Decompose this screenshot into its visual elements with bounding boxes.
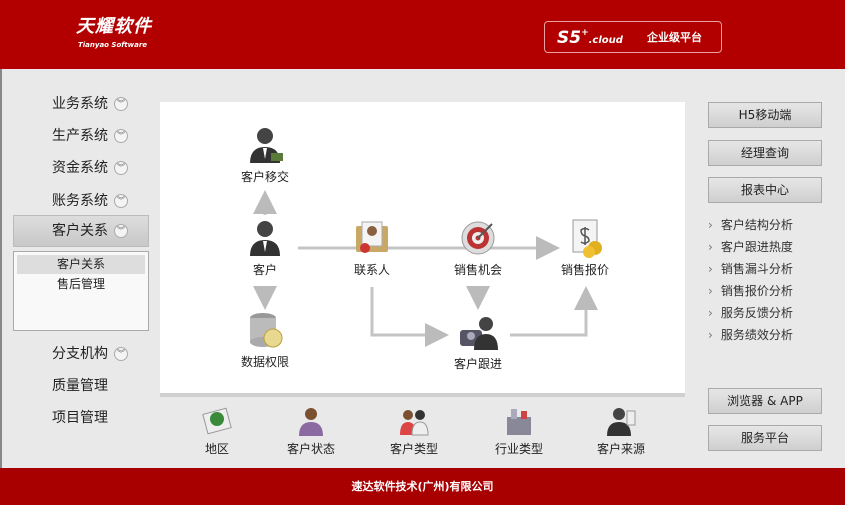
submenu-crm[interactable]: 客户关系 bbox=[17, 255, 145, 274]
chevron-right-icon: › bbox=[708, 306, 713, 320]
contact-folder-icon bbox=[356, 221, 388, 253]
menu-business[interactable]: 业务系统 ︾ bbox=[52, 94, 152, 114]
menu-label: 账务系统 bbox=[52, 193, 108, 209]
menu-label: 资金系统 bbox=[52, 160, 108, 176]
bottom-industry[interactable]: 行业类型 bbox=[479, 405, 559, 457]
bottom-label: 客户类型 bbox=[389, 442, 438, 456]
bottom-type[interactable]: 客户类型 bbox=[374, 405, 454, 457]
chevron-right-icon: › bbox=[708, 218, 713, 232]
platform-label: 企业级平台 bbox=[647, 31, 702, 44]
product-name: S5+.cloud bbox=[557, 27, 623, 49]
bottom-label: 行业类型 bbox=[494, 442, 543, 456]
menu-label: 分支机构 bbox=[52, 346, 108, 362]
phone-person-icon bbox=[460, 317, 498, 350]
menu-label: 生产系统 bbox=[52, 128, 108, 144]
bottom-region[interactable]: 地区 bbox=[177, 405, 257, 457]
submenu: 客户关系 售后管理 bbox=[13, 251, 149, 331]
chevron-down-icon: ︾ bbox=[114, 224, 128, 238]
header: 天耀软件 Tianyao Software S5+.cloud 企业级平台 bbox=[0, 0, 845, 69]
menu-crm[interactable]: 客户关系 ︾ bbox=[52, 221, 152, 241]
report-label: 服务绩效分析 bbox=[720, 328, 793, 342]
target-icon bbox=[461, 221, 495, 255]
bottom-label: 地区 bbox=[204, 442, 229, 456]
bottom-label: 客户状态 bbox=[286, 442, 335, 456]
report-label: 服务反馈分析 bbox=[720, 306, 793, 320]
platform-badge: S5+.cloud 企业级平台 bbox=[544, 21, 722, 53]
logo-subtitle: Tianyao Software bbox=[78, 41, 148, 49]
bottom-status[interactable]: 客户状态 bbox=[271, 405, 351, 457]
menu-funds[interactable]: 资金系统 ︾ bbox=[52, 158, 152, 178]
chevron-right-icon: › bbox=[708, 240, 713, 254]
chevron-down-icon: ︾ bbox=[114, 97, 128, 111]
menu-label: 客户关系 bbox=[52, 223, 108, 239]
person-status-icon bbox=[299, 408, 323, 436]
menu-production[interactable]: 生产系统 ︾ bbox=[52, 126, 152, 146]
chevron-right-icon: › bbox=[708, 328, 713, 342]
node-quote[interactable]: 销售报价 bbox=[545, 218, 625, 278]
node-customer-transfer[interactable]: 客户移交 bbox=[225, 125, 305, 185]
menu-label: 项目管理 bbox=[52, 410, 108, 426]
node-opportunity[interactable]: 销售机会 bbox=[438, 218, 518, 278]
menu-label: 业务系统 bbox=[52, 96, 108, 112]
node-label: 销售机会 bbox=[453, 263, 502, 277]
logo: 天耀软件 bbox=[76, 16, 152, 37]
node-data-permission[interactable]: 数据权限 bbox=[225, 310, 305, 370]
report-label: 销售漏斗分析 bbox=[720, 262, 793, 276]
report-label: 客户跟进热度 bbox=[720, 240, 793, 254]
report-link[interactable]: › 服务绩效分析 bbox=[708, 326, 793, 344]
node-contact[interactable]: 联系人 bbox=[332, 218, 412, 278]
menu-branch[interactable]: 分支机构 ︾ bbox=[52, 344, 152, 364]
chevron-down-icon: ︾ bbox=[114, 161, 128, 175]
node-label: 联系人 bbox=[353, 263, 390, 277]
report-link[interactable]: › 客户跟进热度 bbox=[708, 238, 793, 256]
chevron-down-icon: ︾ bbox=[114, 347, 128, 361]
node-label: 客户 bbox=[252, 263, 277, 277]
chevron-down-icon: ︾ bbox=[114, 129, 128, 143]
price-document-icon bbox=[572, 219, 602, 258]
bottom-source[interactable]: 客户来源 bbox=[581, 405, 661, 457]
node-followup[interactable]: 客户跟进 bbox=[438, 312, 518, 372]
product-sup: + bbox=[581, 28, 589, 38]
people-icon bbox=[400, 410, 429, 436]
product-s5: S5 bbox=[557, 28, 582, 48]
chevron-down-icon: ︾ bbox=[114, 194, 128, 208]
node-label: 客户跟进 bbox=[453, 357, 502, 371]
database-icon bbox=[250, 313, 283, 348]
chevron-right-icon: › bbox=[708, 262, 713, 276]
person-transfer-icon bbox=[250, 128, 283, 163]
left-border bbox=[0, 69, 2, 469]
manager-query-button[interactable]: 经理查询 bbox=[708, 140, 822, 166]
h5-mobile-button[interactable]: H5移动端 bbox=[708, 102, 822, 128]
factory-icon bbox=[507, 409, 531, 435]
service-platform-button[interactable]: 服务平台 bbox=[708, 425, 822, 451]
menu-label: 质量管理 bbox=[52, 378, 108, 394]
report-link[interactable]: › 销售报价分析 bbox=[708, 282, 793, 300]
report-label: 客户结构分析 bbox=[720, 218, 793, 232]
report-link[interactable]: › 服务反馈分析 bbox=[708, 304, 793, 322]
submenu-aftersales[interactable]: 售后管理 bbox=[56, 277, 105, 291]
globe-icon bbox=[202, 407, 232, 435]
browser-app-button[interactable]: 浏览器 & APP bbox=[708, 388, 822, 414]
report-label: 销售报价分析 bbox=[720, 284, 793, 298]
node-label: 客户移交 bbox=[240, 170, 289, 184]
menu-project[interactable]: 项目管理 bbox=[52, 408, 152, 428]
node-label: 数据权限 bbox=[240, 355, 289, 369]
footer: 速达软件技术(广州)有限公司 bbox=[0, 468, 845, 505]
bottom-label: 客户来源 bbox=[596, 442, 645, 456]
report-link[interactable]: › 销售漏斗分析 bbox=[708, 260, 793, 278]
person-source-icon bbox=[607, 408, 636, 436]
report-link[interactable]: › 客户结构分析 bbox=[708, 216, 793, 234]
panel-shadow bbox=[160, 393, 685, 397]
menu-accounts[interactable]: 账务系统 ︾ bbox=[52, 191, 152, 211]
menu-quality[interactable]: 质量管理 bbox=[52, 376, 152, 396]
chevron-right-icon: › bbox=[708, 284, 713, 298]
node-label: 销售报价 bbox=[560, 263, 609, 277]
person-icon bbox=[250, 221, 280, 256]
node-customer[interactable]: 客户 bbox=[225, 218, 305, 278]
product-suffix: .cloud bbox=[588, 35, 623, 46]
report-center-button[interactable]: 报表中心 bbox=[708, 177, 822, 203]
